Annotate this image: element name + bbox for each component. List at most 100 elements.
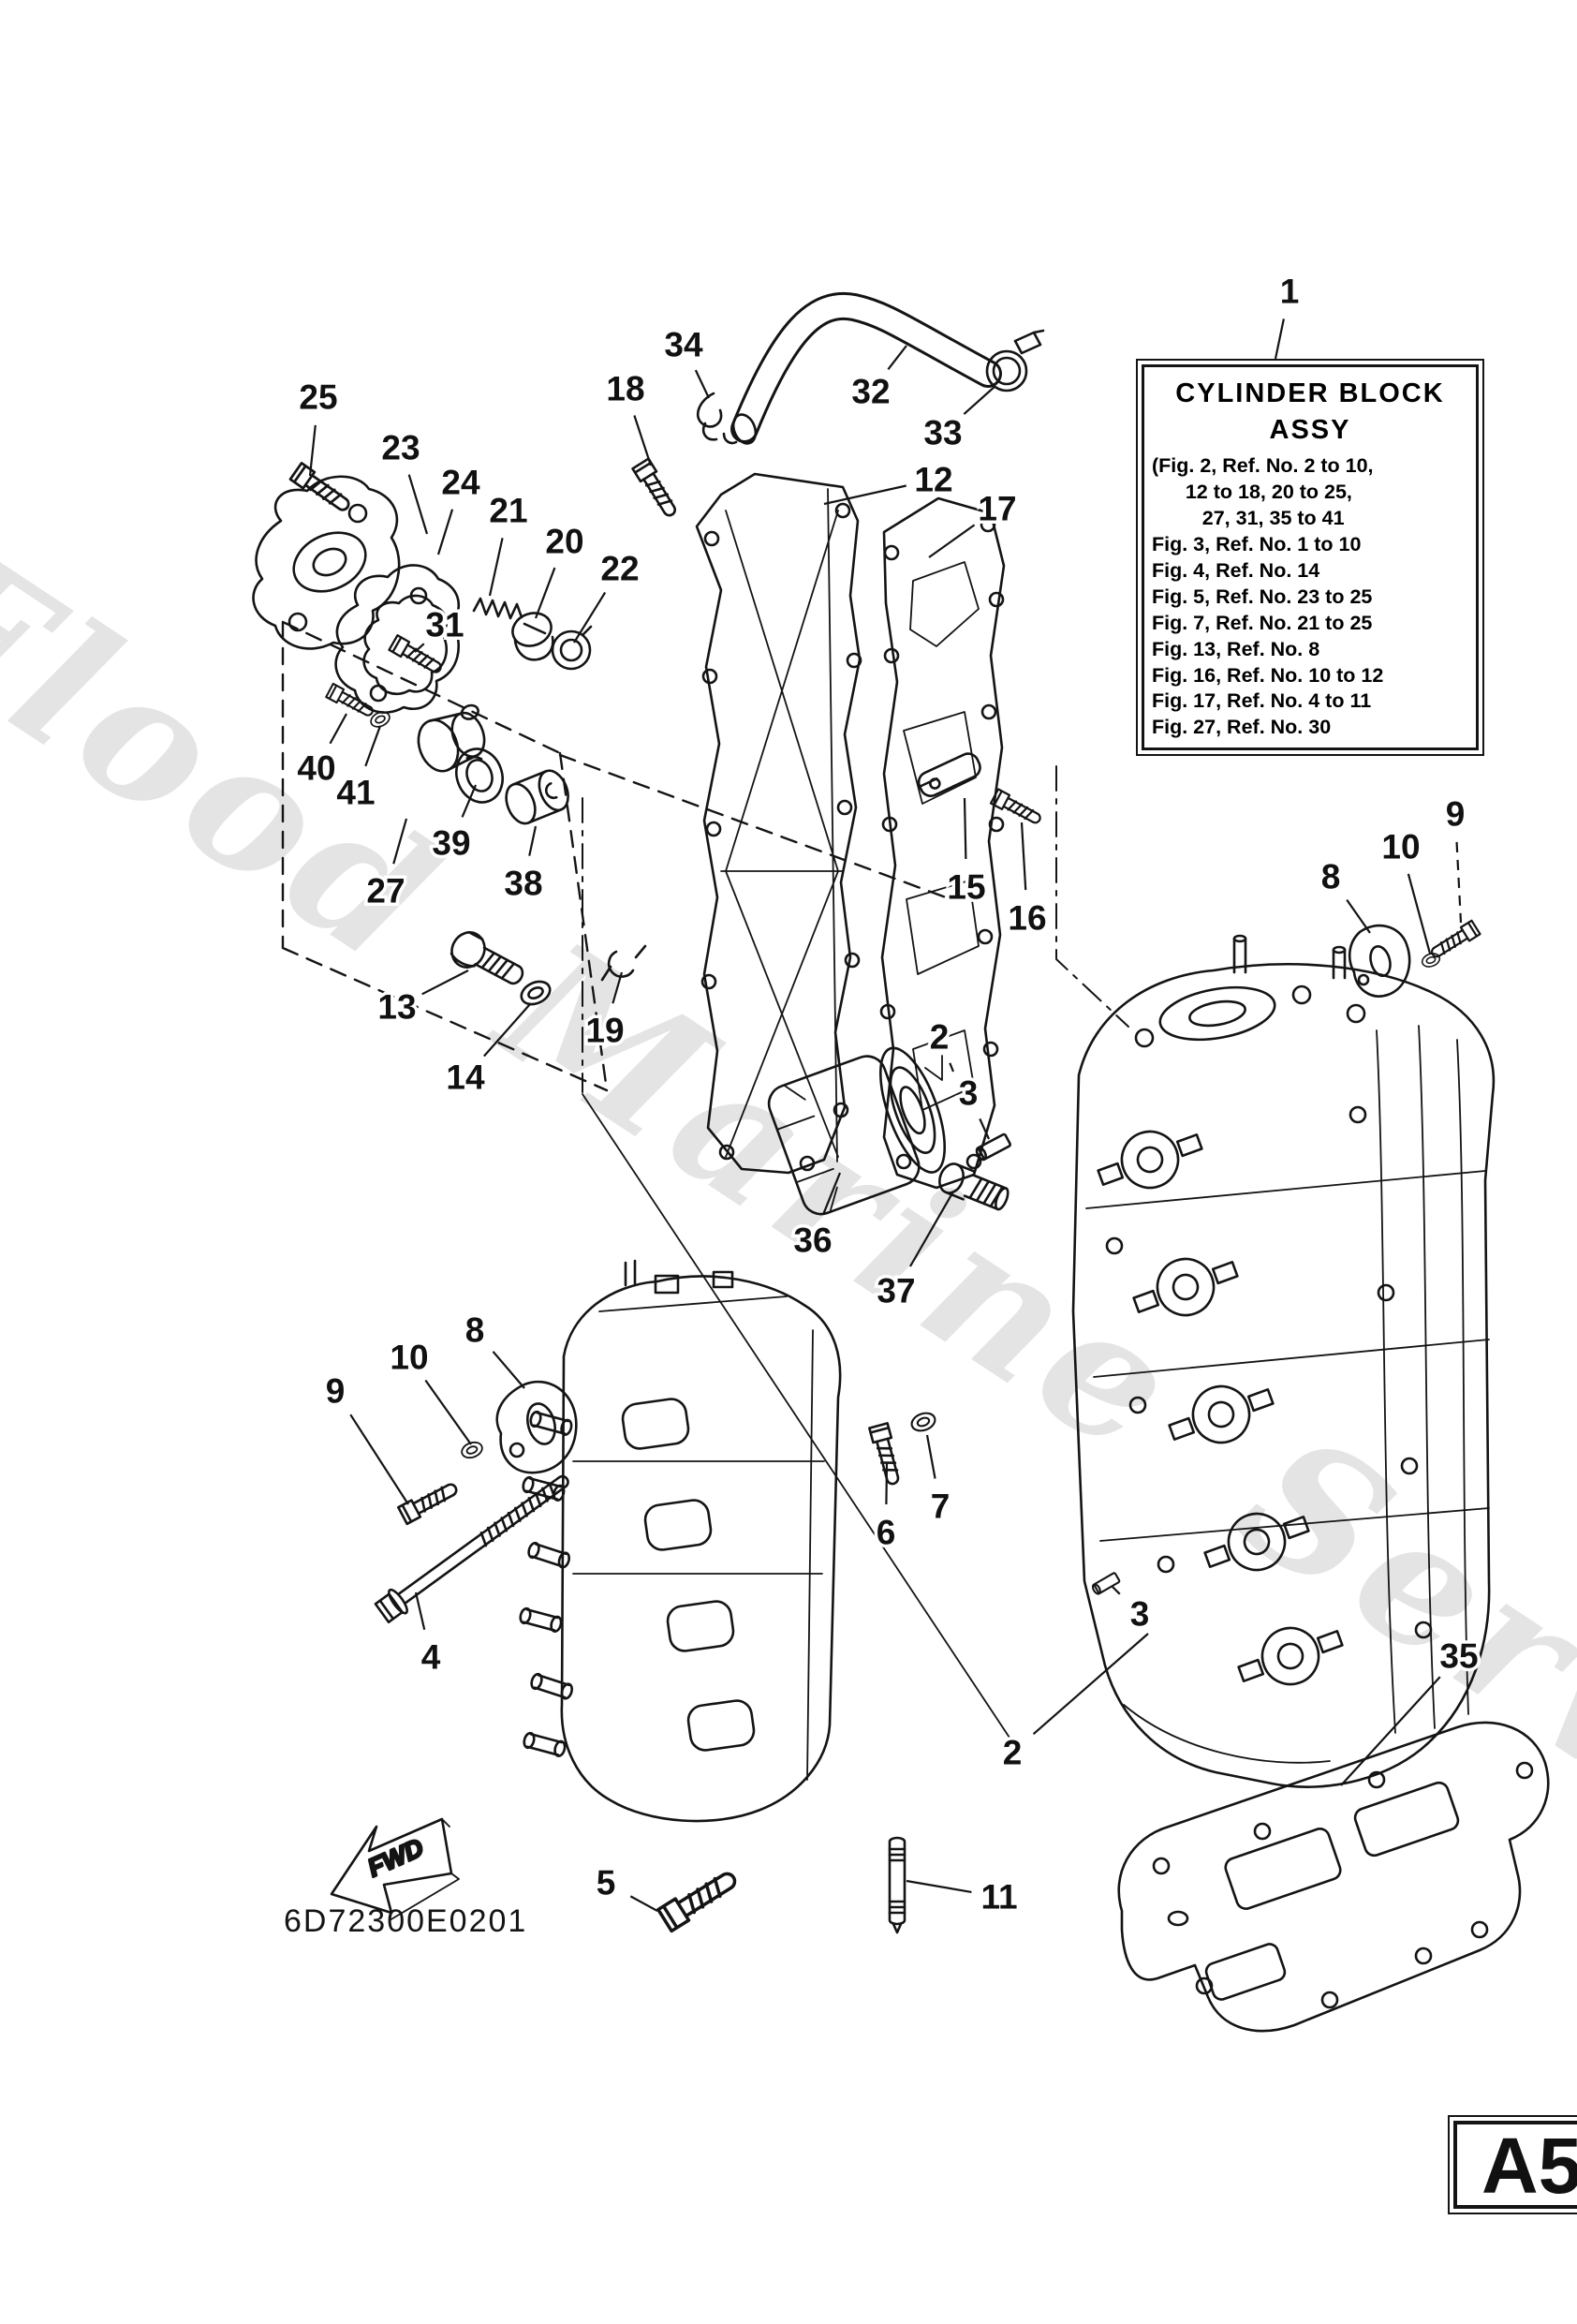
assy-title: CYLINDER BLOCK [1175, 378, 1445, 408]
leader-line-18 [633, 415, 653, 466]
leader-line-20 [534, 567, 556, 619]
leader-line-10 [424, 1379, 472, 1445]
head-cover-gasket [879, 496, 1006, 1190]
leader-line-38 [528, 825, 538, 856]
leader-line-4 [414, 1591, 426, 1631]
callout-8: 8 [465, 1311, 485, 1350]
thermostat-gasket [334, 564, 461, 714]
leader-line-8 [492, 1351, 525, 1389]
drawing-code: 6D72300E0201 [284, 1903, 528, 1939]
assy-ref-line: 12 to 18, 20 to 25, [1152, 480, 1352, 503]
leader-line-24 [436, 509, 454, 555]
leader-line-12 [823, 484, 906, 506]
hose-clamp [985, 329, 1045, 392]
leader-line-21 [488, 538, 504, 597]
leader-line-31 [414, 643, 425, 653]
bolt-9-right [1427, 919, 1481, 963]
oil-fitting-37 [938, 1162, 1010, 1211]
callout-13: 13 [377, 988, 416, 1027]
callout-9: 9 [1446, 795, 1466, 834]
leader-line-3 [1112, 1586, 1121, 1595]
washer-14 [516, 975, 555, 1011]
drain-plug-13 [450, 930, 524, 985]
callout-2: 2 [930, 1018, 950, 1057]
callout-3: 3 [1130, 1595, 1150, 1634]
assy-ref-line: Fig. 5, Ref. No. 23 to 25 [1152, 585, 1373, 608]
dowel-pin-lower [1091, 1572, 1121, 1595]
assy-ref-line: Fig. 4, Ref. No. 14 [1152, 558, 1320, 582]
leader-line-3 [979, 1118, 991, 1140]
callout-17: 17 [978, 490, 1016, 528]
hose-clip [696, 392, 738, 445]
leader-line-36 [822, 1172, 842, 1215]
leader-line-40 [329, 713, 347, 745]
leader-line-11 [906, 1879, 972, 1894]
callout-38: 38 [504, 865, 542, 903]
assy-ref-list: (Fig. 2, Ref. No. 2 to 10, 12 to 18, 20 … [1144, 446, 1476, 741]
callout-7: 7 [931, 1488, 951, 1526]
callout-11: 11 [980, 1878, 1017, 1917]
water-hose [730, 291, 1002, 445]
washer-10-left [458, 1439, 486, 1461]
leader-line-25 [308, 424, 317, 477]
leader-line-8 [1346, 898, 1371, 934]
callout-24: 24 [441, 464, 480, 502]
assy-ref-line: Fig. 13, Ref. No. 8 [1152, 637, 1320, 660]
bracket-8-right [1348, 924, 1411, 998]
page-label-inner-border: A5 [1453, 2121, 1577, 2209]
thermostat-spring [472, 597, 523, 620]
leader-line-22 [573, 591, 607, 644]
leader-line-39 [461, 784, 478, 818]
anode-holder-15 [917, 752, 981, 797]
leader-line-17 [928, 524, 976, 558]
assy-ref-line: Fig. 16, Ref. No. 10 to 12 [1152, 663, 1384, 687]
clip-19 [600, 944, 647, 982]
screw-16 [989, 788, 1045, 829]
leader-line-5 [629, 1895, 658, 1912]
washer-10-right [1419, 950, 1443, 970]
callout-1: 1 [1280, 273, 1300, 311]
callout-4: 4 [421, 1638, 441, 1677]
leader-line-27 [392, 818, 408, 865]
leader-line-7 [925, 1434, 936, 1479]
page-label-box: A5 [1448, 2115, 1577, 2214]
callout-31: 31 [425, 606, 464, 644]
callout-36: 36 [793, 1221, 832, 1260]
callout-39: 39 [432, 824, 470, 863]
leader-line-2 [1032, 1633, 1149, 1736]
callout-41: 41 [336, 774, 375, 812]
assy-title-box: CYLINDER BLOCK ASSY (Fig. 2, Ref. No. 2 … [1136, 359, 1484, 756]
leader-line-35 [1340, 1676, 1441, 1786]
callout-18: 18 [606, 370, 644, 408]
washer-7 [907, 1409, 939, 1435]
seal-housing [417, 703, 486, 773]
leader-line-33 [963, 385, 996, 415]
leader-line-10 [1407, 873, 1432, 955]
leader-line-2 [949, 1062, 955, 1073]
leader-line-37 [909, 1191, 954, 1267]
leader-line-19 [612, 971, 624, 1004]
callout-19: 19 [585, 1012, 624, 1050]
callout-37: 37 [877, 1272, 915, 1310]
leader-line-6 [885, 1462, 889, 1505]
callout-22: 22 [600, 550, 639, 588]
callout-8: 8 [1321, 858, 1341, 896]
callout-15: 15 [947, 868, 985, 907]
leader-line-41 [364, 725, 382, 767]
callout-layer: 1252324212022183432331217314041393827131… [294, 269, 1481, 1919]
leader-line-32 [887, 345, 907, 370]
oil-filter [767, 1046, 947, 1216]
dowel-pin-upper [975, 1132, 1012, 1162]
callout-34: 34 [664, 326, 703, 364]
callout-21: 21 [489, 492, 527, 530]
callout-9: 9 [326, 1372, 346, 1411]
callout-23: 23 [381, 429, 420, 467]
centerline-b [1055, 765, 1129, 1028]
leader-line-9 [1455, 841, 1463, 924]
callout-2: 2 [1003, 1734, 1023, 1772]
assy-ref-line: Fig. 3, Ref. No. 1 to 10 [1152, 532, 1362, 555]
callout-40: 40 [297, 749, 335, 788]
callout-5: 5 [597, 1864, 616, 1902]
crankcase-left [517, 1259, 842, 1823]
assy-ref-line: (Fig. 2, Ref. No. 2 to 10, [1152, 454, 1374, 477]
